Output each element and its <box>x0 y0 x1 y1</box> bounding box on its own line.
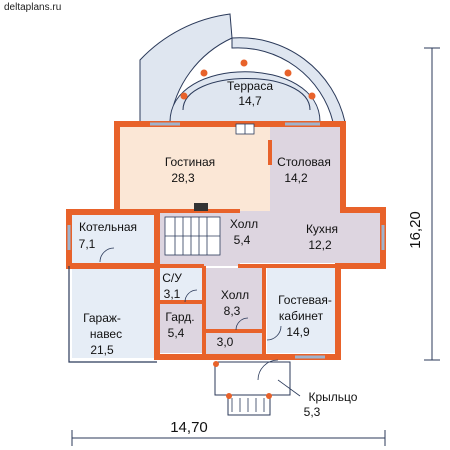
windows <box>67 122 385 359</box>
dimension-lines <box>71 47 440 446</box>
dining-area: 14,2 <box>284 171 308 185</box>
wc-name: С/У <box>162 271 182 285</box>
dining-name: Столовая <box>277 155 331 169</box>
boiler-area: 7,1 <box>79 237 96 251</box>
hall2-area: 8,3 <box>224 304 241 318</box>
porch-area-value: 5,3 <box>304 405 321 419</box>
boiler-room <box>72 215 155 263</box>
terrace-area <box>139 13 346 123</box>
height-dimension: 16,20 <box>407 211 424 249</box>
terrace-area-value: 14,7 <box>238 94 262 108</box>
garage-name-line2: навес <box>90 327 122 341</box>
kitchen <box>240 211 380 263</box>
wardrobe-name: Гард. <box>165 310 194 324</box>
wardrobe <box>160 303 202 353</box>
fireplace <box>194 203 208 211</box>
guest-name-line2: кабинет <box>279 309 324 323</box>
garage-outline <box>68 266 157 363</box>
inner-walls <box>155 140 338 357</box>
garage-area: 21,5 <box>90 343 114 357</box>
hall2-name: Холл <box>221 288 249 302</box>
living-name: Гостиная <box>165 155 215 169</box>
wc-room <box>160 268 202 300</box>
doors <box>99 123 282 381</box>
guest-name-line1: Гостевая- <box>278 293 332 307</box>
dining-room <box>270 127 340 211</box>
kitchen-name: Кухня <box>306 222 338 236</box>
wardrobe-area: 5,4 <box>168 326 185 340</box>
guest-office <box>267 268 335 353</box>
garage <box>72 268 155 358</box>
stairs <box>164 216 221 256</box>
living-room <box>120 127 270 211</box>
boiler-name: Котельная <box>79 220 137 234</box>
hall-lower <box>205 268 262 330</box>
garage-name-line1: Гараж- <box>83 311 121 325</box>
porch-name: Крыльцо <box>309 390 358 404</box>
hall1-name: Холл <box>230 217 258 231</box>
storage-area: 3,0 <box>217 335 234 349</box>
width-dimension: 14,70 <box>170 419 208 436</box>
living-area: 28,3 <box>171 171 195 185</box>
wc-area: 3,1 <box>164 287 181 301</box>
watermark: deltaplans.ru <box>4 2 61 13</box>
hall1-area: 5,4 <box>234 233 251 247</box>
terrace-name: Терраса <box>227 79 273 93</box>
guest-area: 14,9 <box>286 325 310 339</box>
storage <box>205 333 262 355</box>
kitchen-area: 12,2 <box>308 238 332 252</box>
porch-area <box>213 361 301 416</box>
